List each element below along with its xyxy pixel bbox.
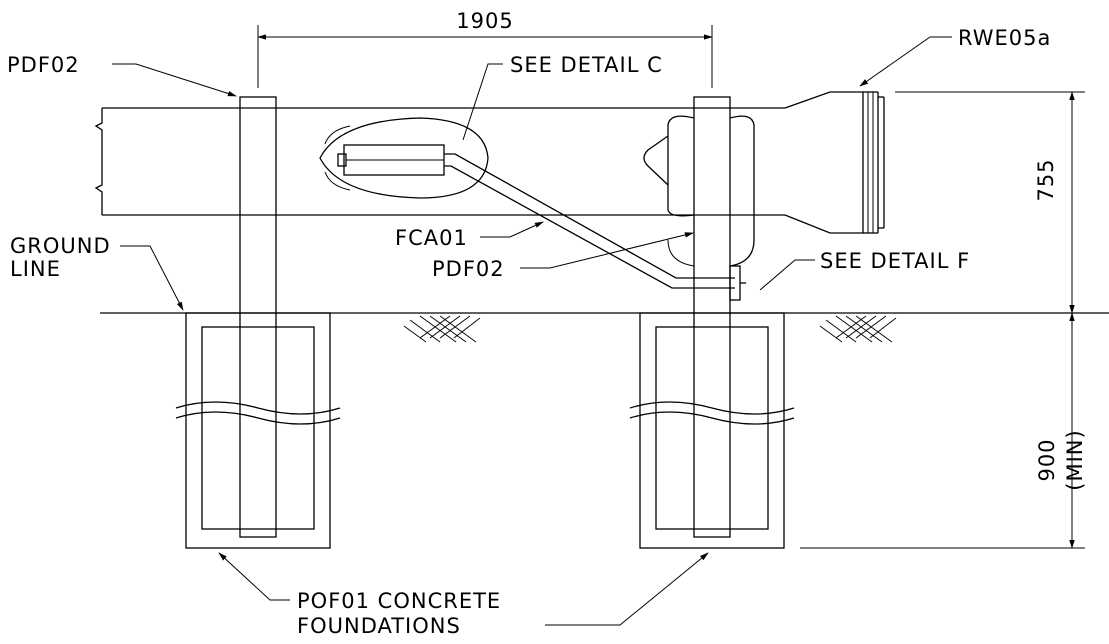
dimension-900: 900 (MIN) (800, 312, 1087, 549)
label-pof01: POF01 CONCRETE (297, 589, 501, 613)
soil-hatch-right (819, 315, 897, 343)
right-post (643, 96, 755, 538)
dimension-1905-label: 1905 (456, 9, 513, 33)
label-rwe05a: RWE05a (958, 26, 1051, 50)
label-pdf02-top: PDF02 (7, 53, 80, 77)
label-ground: GROUND (10, 234, 111, 258)
leader-pdf02-mid: PDF02 (432, 232, 694, 281)
leader-rwe05a: RWE05a (859, 26, 1051, 87)
label-pdf02-mid: PDF02 (432, 257, 505, 281)
dimension-755-label: 755 (1034, 158, 1058, 201)
leader-see-detail-c: SEE DETAIL C (462, 53, 663, 141)
leader-pdf02-top: PDF02 (7, 53, 237, 97)
label-fca01: FCA01 (395, 226, 468, 250)
dimension-1905: 1905 (257, 9, 713, 88)
leader-pof01: POF01 CONCRETE FOUNDATIONS (218, 552, 709, 638)
leader-fca01: FCA01 (395, 221, 544, 250)
label-foundations: FOUNDATIONS (297, 614, 461, 638)
label-line: LINE (10, 257, 61, 281)
foundation-right (629, 312, 795, 549)
label-see-detail-f: SEE DETAIL F (820, 249, 970, 273)
end-terminal-rwe05a (784, 91, 885, 234)
rail-beam (94, 107, 785, 216)
soil-hatch-left (403, 315, 481, 343)
dimension-min-label: (MIN) (1063, 429, 1087, 490)
leader-see-detail-f: SEE DETAIL F (759, 249, 970, 291)
left-post (239, 96, 277, 538)
leader-ground-line: GROUND LINE (10, 234, 184, 311)
dimension-900-label: 900 (1035, 438, 1059, 481)
detail-c-anchor (319, 117, 489, 199)
anchor-cable-fca01 (444, 153, 746, 301)
label-see-detail-c: SEE DETAIL C (510, 53, 663, 77)
foundation-left (175, 312, 341, 549)
dimension-755: 755 (895, 91, 1085, 314)
